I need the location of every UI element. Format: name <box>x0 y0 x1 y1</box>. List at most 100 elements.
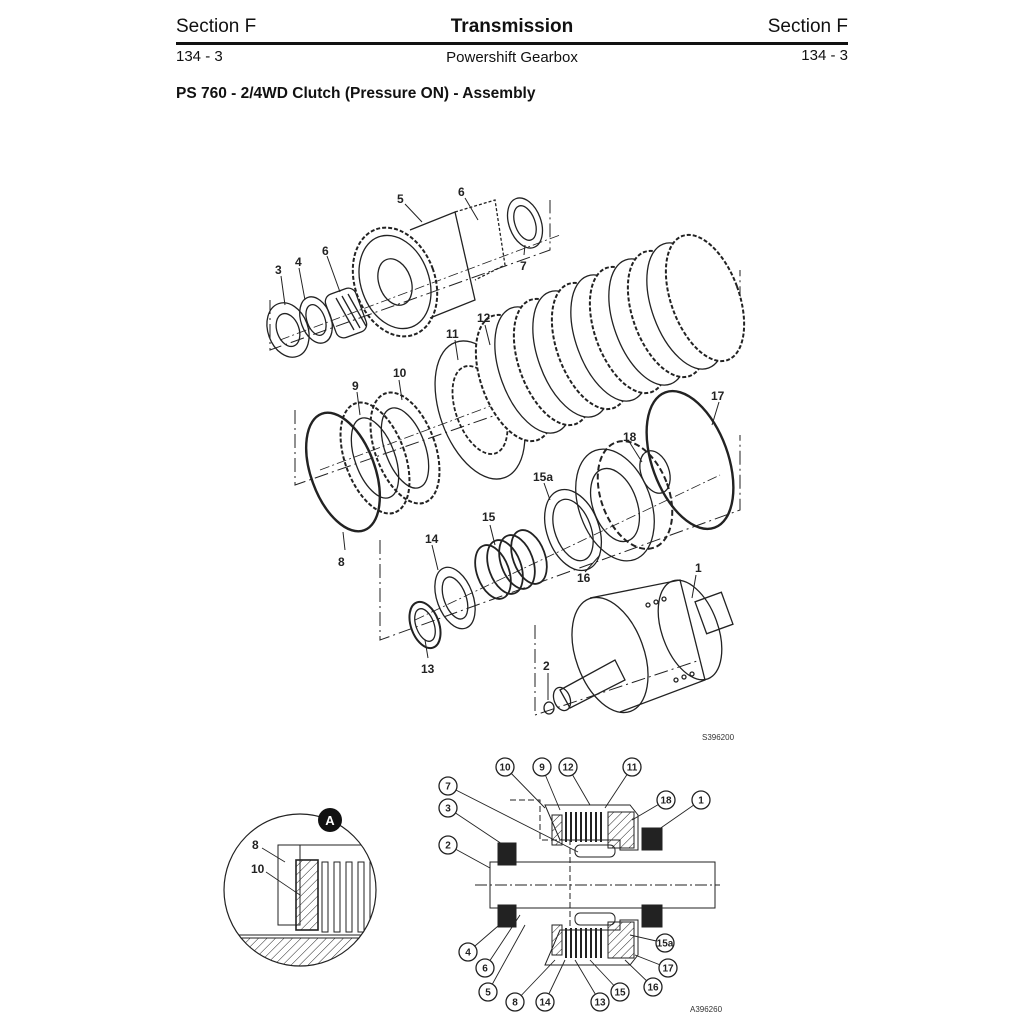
callout-leader <box>447 807 509 849</box>
part-1-clutch-drum <box>552 579 734 714</box>
clutch-plate <box>664 233 746 363</box>
section-label-left: Section F <box>176 16 257 37</box>
callout-6b: 6 <box>458 185 465 199</box>
section-callout-label: 7 <box>445 782 451 793</box>
detail-callout-10: 10 <box>251 862 265 876</box>
bearing-3 <box>497 842 517 866</box>
callout-1: 1 <box>695 561 702 575</box>
callout-leader <box>487 924 526 993</box>
callout-circle <box>658 958 678 978</box>
callout-circle <box>610 982 630 1002</box>
part-15-spring <box>474 529 548 600</box>
section-callout-label: 17 <box>662 964 674 975</box>
page-header: Section F Transmission Section F <box>176 16 848 42</box>
frame-piston-group <box>379 435 741 641</box>
part-14-washer <box>434 566 476 630</box>
part-2-o-ring <box>543 701 555 715</box>
section-callout-label: 15 <box>614 988 626 999</box>
callout-circle <box>438 835 458 855</box>
callout-18: 18 <box>623 430 637 444</box>
callout-circle <box>655 933 675 953</box>
frame-drum-group <box>534 625 701 716</box>
exploded-callouts: 1 2 3 4 5 6 6 7 8 9 10 11 12 13 14 15 15… <box>275 185 735 742</box>
callout-circle <box>590 992 610 1012</box>
callout-circle <box>478 982 498 1002</box>
page-subheader: 134 - 3 Powershift Gearbox 134 - 3 <box>176 47 848 70</box>
callout-7: 7 <box>520 259 527 273</box>
section-view <box>475 799 720 966</box>
callout-circle <box>558 757 578 777</box>
callout-2: 2 <box>543 659 550 673</box>
section-callout-label: 18 <box>660 796 672 807</box>
exploded-view <box>266 197 746 716</box>
section-figure-id: A396260 <box>690 1005 723 1014</box>
callout-leader <box>484 914 521 969</box>
exploded-figure-id: S396200 <box>702 733 735 742</box>
section-callout-label: 13 <box>594 998 606 1009</box>
page-number-right: 134 - 3 <box>801 47 848 64</box>
callout-circle <box>475 958 495 978</box>
section-callout-label: 11 <box>627 763 638 774</box>
callout-circle <box>495 757 515 777</box>
callout-circle <box>532 757 552 777</box>
detail-callout-8: 8 <box>252 838 259 852</box>
axis-line <box>414 474 721 621</box>
callout-circle <box>438 798 458 818</box>
callout-13: 13 <box>421 662 435 676</box>
callout-leader <box>447 785 579 853</box>
part-10-plate <box>369 391 441 505</box>
axis-line <box>279 234 561 341</box>
subchapter-title: Powershift Gearbox <box>446 49 578 66</box>
detail-view-a: 8 10 A <box>223 808 377 967</box>
part-9-plate <box>339 401 411 515</box>
section-callout-label: 6 <box>482 964 488 975</box>
callout-circle <box>643 977 663 997</box>
callout-circle <box>505 992 525 1012</box>
section-callout-label: 10 <box>499 763 511 774</box>
callout-9: 9 <box>352 379 359 393</box>
callout-circle <box>535 992 555 1012</box>
callout-5: 5 <box>397 192 404 206</box>
callout-circle <box>656 790 676 810</box>
callout-15: 15 <box>482 510 496 524</box>
callout-4: 4 <box>295 255 302 269</box>
section-callout-label: 12 <box>562 763 574 774</box>
page-number-left: 134 - 3 <box>176 48 223 65</box>
part-7-washer <box>506 197 544 249</box>
section-callout-label: 15a <box>657 939 674 950</box>
section-callout-label: 4 <box>465 948 471 959</box>
section-label-right: Section F <box>767 16 848 37</box>
frame-shaft-group <box>269 200 551 351</box>
callout-leader <box>514 959 556 1003</box>
leader-lines <box>280 197 720 700</box>
part-13-circlip <box>408 600 442 650</box>
section-callout-label: 9 <box>539 763 545 774</box>
chapter-title: Transmission <box>450 16 574 37</box>
part-8-snap-ring <box>305 411 381 533</box>
callout-8: 8 <box>338 555 345 569</box>
part-5-gear <box>351 199 506 338</box>
detail-badge <box>318 808 342 832</box>
section-callout-label: 2 <box>445 841 451 852</box>
section-callout-label: 5 <box>485 988 491 999</box>
part-3-bearing <box>266 302 310 358</box>
callout-3: 3 <box>275 263 282 277</box>
bearing-4 <box>497 904 517 928</box>
callout-16: 16 <box>577 571 591 585</box>
detail-badge-letter: A <box>325 813 335 828</box>
section-callout-label: 16 <box>647 983 659 994</box>
shaft <box>489 861 716 909</box>
bearing-1 <box>641 827 663 851</box>
callout-14: 14 <box>425 532 439 546</box>
callout-circle <box>622 757 642 777</box>
callout-6a: 6 <box>322 244 329 258</box>
section-callout-label: 3 <box>445 804 451 815</box>
part-17-seal <box>645 389 735 531</box>
callout-15a: 15a <box>533 470 553 484</box>
bearing-1-lower <box>641 904 663 928</box>
callout-17: 17 <box>711 389 725 403</box>
callout-circle <box>438 776 458 796</box>
callout-circle <box>458 942 478 962</box>
